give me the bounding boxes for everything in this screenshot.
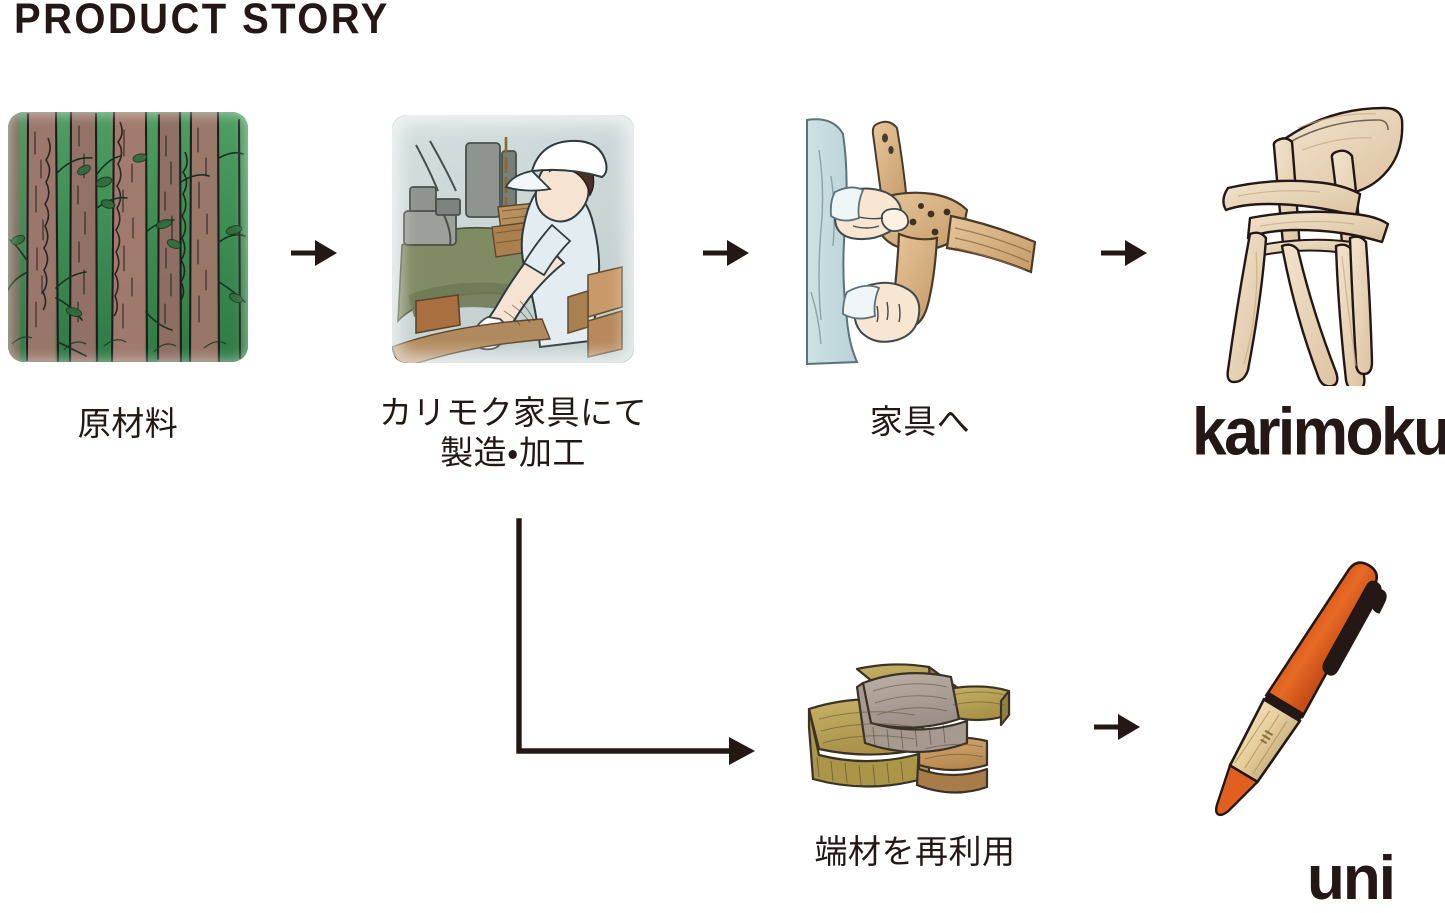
hands-assembling-chair-parts-illustration (795, 110, 1045, 366)
arrow-raw-to-manufacturing (289, 233, 343, 278)
manufacturing-illustration-frame (392, 115, 634, 363)
flow-step-manufacturing: カリモク家具にて 製造・加工 (379, 115, 647, 471)
page-title: PRODUCT STORY (14, 0, 390, 43)
orange-wooden-pen-illustration (1165, 545, 1445, 850)
arrow-manufacturing-to-furniture (701, 233, 755, 278)
arrow-offcuts-to-uni (1092, 707, 1146, 752)
wood-offcuts-illustration (795, 645, 1035, 820)
arrow-furniture-to-karimoku (1099, 233, 1153, 278)
flow-step-label-to-furniture: 家具へ (869, 403, 971, 440)
karimoku-logo: karimoku (1192, 393, 1445, 469)
flow-step-to-furniture: 家具へ (795, 110, 1045, 440)
flow-step-karimoku: karimoku (1190, 96, 1445, 465)
forest-trees-illustration (8, 112, 248, 362)
wooden-chair-illustration (1190, 96, 1440, 392)
reuse-offcuts-illustration-frame (795, 645, 1035, 820)
factory-worker-illustration (392, 115, 634, 363)
flow-step-uni: uni (1165, 545, 1445, 910)
flow-step-label-manufacturing: カリモク家具にて 製造・加工 (379, 394, 647, 472)
karimoku-illustration-frame (1190, 96, 1440, 392)
flow-step-raw-material: 原材料 (8, 112, 248, 442)
flow-step-reuse-offcuts: 端材を再利用 (795, 645, 1035, 870)
raw-material-illustration-frame (8, 112, 248, 362)
to-furniture-illustration-frame (795, 110, 1045, 366)
flow-step-label-reuse-offcuts: 端材を再利用 (814, 833, 1016, 870)
branch-connector-to-offcuts (505, 515, 770, 765)
flow-step-label-raw-material: 原材料 (77, 405, 179, 442)
uni-logo: uni (1307, 844, 1396, 913)
uni-illustration-frame (1165, 545, 1445, 850)
